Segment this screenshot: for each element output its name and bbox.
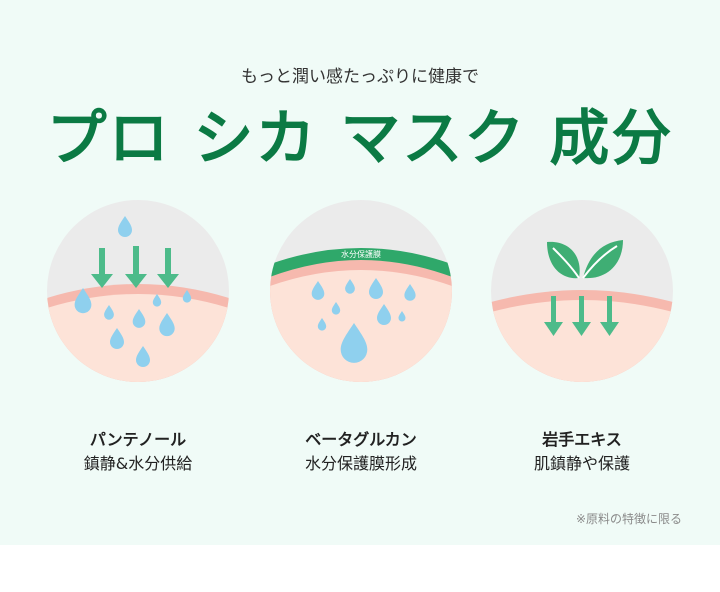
ingredient-name: ベータグルカン [305, 430, 417, 449]
ingredient-label-panthenol: パンテノール 鎮静&水分供給 [28, 428, 248, 476]
ingredient-label-beta-glucan: ベータグルカン 水分保護膜形成 [251, 428, 471, 476]
ingredient-desc: 水分保護膜形成 [304, 454, 417, 473]
ingredient-desc: 肌鎮静や保護 [533, 454, 630, 473]
leaf-arrows-icon [491, 200, 673, 382]
moisture-barrier-icon: 水分保護膜 [270, 200, 452, 382]
ingredient-name: 岩手エキス [542, 430, 622, 449]
footnote: ※原料の特徴に限る [575, 512, 682, 526]
water-drops-arrows-icon [47, 200, 229, 382]
moisture-barrier-badge: 水分保護膜 [341, 250, 381, 259]
subtitle: もっと潤い感たっぷりに健康で [241, 67, 479, 87]
page-title: プロ シカ マスク 成分 [46, 104, 674, 174]
ingredient-name: パンテノール [89, 430, 187, 449]
ingredient-label-iwate-extract: 岩手エキス 肌鎮静や保護 [472, 428, 692, 476]
ingredient-desc: 鎮静&水分供給 [83, 454, 193, 473]
